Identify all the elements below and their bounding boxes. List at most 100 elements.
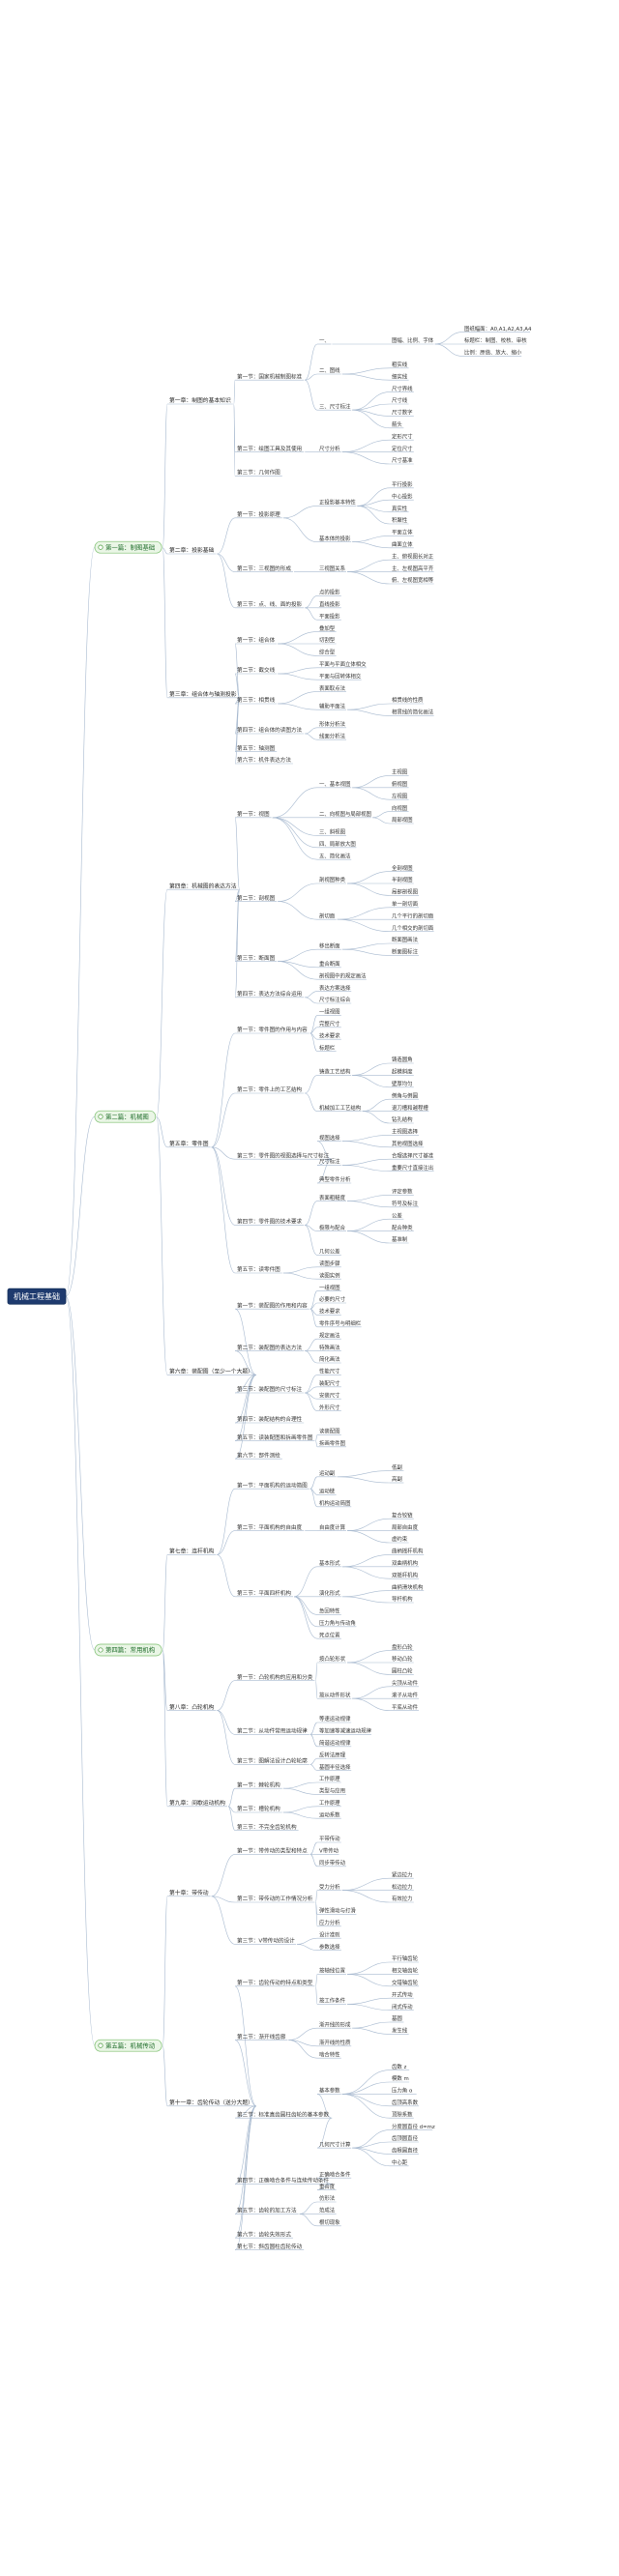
edge-1-2-1 [234, 1350, 257, 1375]
node-d3-0-1-0: 第一节：投影原理 [237, 510, 280, 518]
node-d1-2-box[interactable] [94, 1643, 162, 1657]
node-d3-0-0-0: 第一节：国家机械制图标准 [237, 372, 303, 380]
node-d3-3-0-0: 第一节：带传动的类型和特点 [237, 1847, 308, 1855]
edge-3-1-4-2 [299, 2214, 318, 2227]
node-d2-3-0: 第十章：带传动 [169, 1889, 209, 1896]
node-d4-3-0-2-1: 参数选择 [319, 1943, 340, 1951]
node-d2-1-1: 第五章：零件图 [169, 1140, 209, 1147]
collapse-toggle-icon[interactable] [98, 544, 103, 550]
edge-1-1-2 [211, 1146, 236, 1160]
node-d2-1-0: 第四章：机械图的表达方法 [169, 882, 237, 889]
node-d5-1-1-3-0-0: 评定参数 [392, 1188, 413, 1196]
edge-0-0-0-2-3 [352, 409, 391, 429]
node-d4-1-0-3-1: 尺寸标注综合 [319, 996, 351, 1003]
node-d4-0-2-2-0: 表面取点法 [319, 684, 346, 692]
node-d4-2-2-1-0: 工作原理 [319, 1799, 340, 1807]
edge-1-2 [156, 1116, 168, 1375]
node-d4-2-1-2-0: 反转法原理 [319, 1751, 346, 1758]
edge-root-1 [65, 1115, 96, 1297]
edge-1-0 [156, 888, 168, 1118]
node-d3-2-2-1: 第二节：槽轮机构 [237, 1805, 280, 1812]
node-d5-1-1-3-1-1: 配合种类 [392, 1224, 413, 1231]
node-d4-1-2-4-0: 读装配图 [319, 1428, 340, 1435]
node-d4-2-1-0-0: 按凸轮形状 [319, 1655, 346, 1663]
node-d2-0-0: 第一章：制图的基本知识 [169, 396, 231, 404]
node-d5-1-1-3-1-0: 公差 [392, 1211, 402, 1219]
edge-2-0-2-0-0 [341, 1554, 391, 1568]
edge-1-0-2-0-0 [341, 942, 391, 950]
node-d5-2-1-0-0-2: 圆柱凸轮 [392, 1667, 413, 1675]
node-d4-3-0-0-2: 同步带传动 [319, 1859, 346, 1867]
edge-1-0-1-1-0 [337, 907, 391, 920]
edge-3-1-1-0 [288, 2027, 318, 2041]
edge-3-1-1-2 [288, 2040, 318, 2059]
node-d3-1-2-4: 第五节：读装配图和拆画零件图 [237, 1433, 313, 1441]
edge-3-0-2-1 [297, 1944, 318, 1951]
node-d4-0-0-0-0: 一、 [319, 338, 330, 344]
collapse-toggle-icon[interactable] [98, 1647, 103, 1653]
node-d4-1-2-0-3: 零件序号与明细栏 [319, 1319, 362, 1327]
edge-3-1-0-0 [315, 1974, 318, 1987]
edge-0-0-0-1-0 [341, 367, 391, 375]
node-d5-1-1-3-0-1: 符号及标注 [392, 1200, 419, 1207]
edge-3-1-2-0-3 [341, 2094, 391, 2107]
node-d5-1-1-2-0-0: 主视图选择 [392, 1128, 419, 1136]
node-d3-3-0-1: 第二节：带传动的工作情况分析 [237, 1895, 313, 1902]
node-d5-2-0-1-0-1: 局部自由度 [392, 1523, 419, 1531]
edge-2-1-2-0 [310, 1757, 318, 1765]
root-node-box[interactable] [7, 1288, 67, 1305]
node-d5-0-0-0-1-0: 粗实线 [392, 361, 408, 368]
edge-3-0-2 [211, 1896, 236, 1945]
edge-1-1-2-0 [316, 1141, 333, 1160]
node-d1-1-box[interactable] [94, 1110, 157, 1123]
node-d4-1-1-2-1: 尺寸标注 [319, 1158, 340, 1166]
edge-3-1-4-0 [299, 2201, 318, 2214]
node-d5-2-1-0-1-2: 平底从动件 [392, 1703, 419, 1711]
node-d4-1-1-4-1: 读图实例 [319, 1271, 340, 1279]
edge-0-1-0-0-0 [357, 487, 391, 507]
node-d3-1-0-0: 第一节：视图 [237, 810, 270, 818]
edge-0-0-0-1 [305, 373, 318, 381]
edge-1-1-1 [211, 1092, 236, 1148]
node-d3-1-1-2: 第三节：零件图的视图选择与尺寸标注 [237, 1151, 330, 1159]
node-d4-3-0-0-0: 平带传动 [319, 1835, 340, 1842]
node-d5-3-1-2-0-2: 压力角 α [392, 2087, 413, 2095]
node-d5-1-1-1-1-2: 钻孔结构 [392, 1115, 413, 1123]
node-d3-0-2-1: 第二节：截交线 [237, 666, 276, 674]
node-d4-3-1-3-0: 正确啮合条件 [319, 2170, 351, 2178]
collapse-toggle-icon[interactable] [98, 2042, 103, 2048]
edge-1-2-0-0 [310, 1290, 318, 1310]
node-d4-1-1-4-0: 读图步骤 [319, 1259, 340, 1267]
node-d5-2-0-1-0-0: 复合铰链 [392, 1511, 413, 1519]
edge-0-0-0-0 [305, 343, 318, 381]
edge-0-2-3-1 [305, 733, 318, 740]
edge-2-1-1-2 [310, 1734, 318, 1748]
node-d3-3-1-1: 第二节：渐开线齿廓 [237, 2033, 286, 2041]
node-d5-1-1-1-1-0: 倒角与倒圆 [392, 1091, 418, 1099]
node-d1-3: 第五篇：机械传动 [105, 2041, 156, 2049]
node-d4-1-0-0-0: 一、基本视图 [319, 780, 350, 788]
edge-1-1-3-0 [305, 1201, 318, 1226]
node-d4-1-1-1-0: 铸造工艺结构 [319, 1068, 351, 1076]
edge-0-2-2-1-1 [346, 709, 391, 716]
node-d4-2-0-0-0: 运动副 [319, 1469, 335, 1477]
node-d4-1-1-2-0: 视图选择 [319, 1134, 340, 1142]
edge-2-1-0-0 [315, 1662, 318, 1681]
node-d4-1-2-2-3: 外形尺寸 [319, 1404, 340, 1411]
node-d5-3-1-2-0-3: 齿顶高系数 [392, 2098, 419, 2106]
node-d4-2-1-1-1: 等加速等减速运动规律 [319, 1727, 372, 1735]
node-d6-0-0-0-0-0-0: 图纸幅面：A0,A1,A2,A3,A4 [464, 325, 532, 333]
edge-2-2-1 [227, 1806, 236, 1813]
edge-2-2-1-1 [282, 1811, 318, 1819]
node-d1-0-box[interactable] [94, 540, 162, 554]
node-d4-0-0-1-0: 尺寸分析 [319, 445, 340, 452]
edge-2-2-0 [227, 1787, 236, 1808]
node-d3-1-2-3: 第四节：装配结构的合理性 [237, 1415, 303, 1423]
node-d5-1-0-1-0-2: 局部剖视图 [392, 888, 418, 896]
node-d4-3-1-4-1: 范成法 [319, 2207, 336, 2214]
node-d3-1-0-2: 第三节：断面图 [237, 954, 276, 962]
collapse-toggle-icon[interactable] [98, 1114, 103, 1119]
edge-0-0-0-0-0-2 [434, 343, 463, 357]
node-d1-1: 第二篇：机械图 [105, 1112, 149, 1120]
node-d1-3-box[interactable] [94, 2039, 162, 2052]
